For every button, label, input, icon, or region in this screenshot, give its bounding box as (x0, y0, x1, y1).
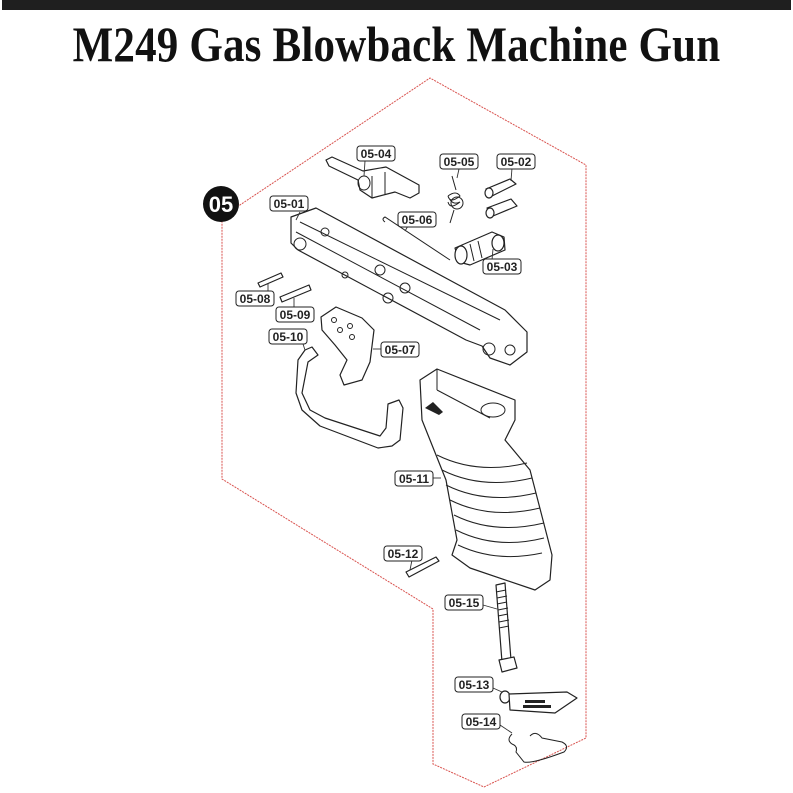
section-number: 05 (209, 192, 233, 217)
part-label-text: 05-07 (385, 343, 416, 357)
part-05-12-drawing (405, 556, 440, 578)
part-05-01-drawing (290, 207, 528, 366)
part-label-text: 05-09 (280, 308, 311, 322)
part-label-text: 05-10 (273, 330, 304, 344)
part-05-07-drawing (320, 306, 375, 386)
part-label-05-10: 05-10 (268, 328, 308, 351)
part-label-text: 05-05 (444, 155, 475, 169)
part-label-05-13: 05-13 (454, 676, 503, 693)
part-label-text: 05-08 (240, 292, 271, 306)
part-05-13-drawing (499, 690, 578, 714)
part-05-11-drawing (419, 368, 553, 591)
part-05-08-drawing (257, 272, 284, 288)
part-label-05-09: 05-09 (275, 298, 315, 323)
part-label-05-05: 05-05 (439, 153, 479, 179)
part-05-02-drawing (484, 178, 518, 219)
part-label-text: 05-01 (274, 197, 305, 211)
part-05-06-drawing (382, 216, 451, 261)
part-label-05-06: 05-06 (397, 211, 437, 232)
part-05-09-drawing (279, 284, 312, 303)
part-label-text: 05-12 (388, 547, 419, 561)
part-label-05-08: 05-08 (235, 284, 275, 307)
section-badge-circle (203, 186, 239, 222)
part-05-03-drawing (454, 231, 506, 266)
part-label-text: 05-03 (487, 260, 518, 274)
page-title: M249 Gas Blowback Machine Gun (72, 16, 721, 72)
part-label-text: 05-11 (399, 472, 429, 486)
part-label-text: 05-06 (402, 213, 433, 227)
part-label-05-11: 05-11 (394, 470, 441, 487)
part-05-05-drawing (447, 175, 464, 224)
part-label-text: 05-14 (466, 715, 497, 729)
part-05-10-drawing (295, 346, 404, 449)
manufacturer-logo-icon (425, 402, 443, 415)
part-label-05-04: 05-04 (356, 145, 396, 177)
part-05-14-drawing (508, 732, 568, 763)
section-boundary (221, 77, 587, 788)
part-label-05-07: 05-07 (373, 341, 420, 358)
section-badge: 05 (203, 186, 239, 222)
part-label-05-15: 05-15 (444, 594, 498, 611)
part-05-04-drawing (325, 156, 420, 199)
part-label-text: 05-04 (361, 147, 392, 161)
part-label-text: 05-02 (501, 155, 532, 169)
part-label-text: 05-15 (449, 596, 480, 610)
part-label-05-14: 05-14 (461, 713, 513, 734)
part-label-05-02: 05-02 (496, 153, 536, 182)
header-bar (2, 0, 791, 10)
part-label-05-12: 05-12 (383, 545, 423, 571)
part-label-05-01: 05-01 (269, 195, 309, 221)
part-label-05-03: 05-03 (482, 248, 522, 275)
part-label-text: 05-13 (459, 678, 490, 692)
part-05-15-drawing (495, 582, 518, 673)
